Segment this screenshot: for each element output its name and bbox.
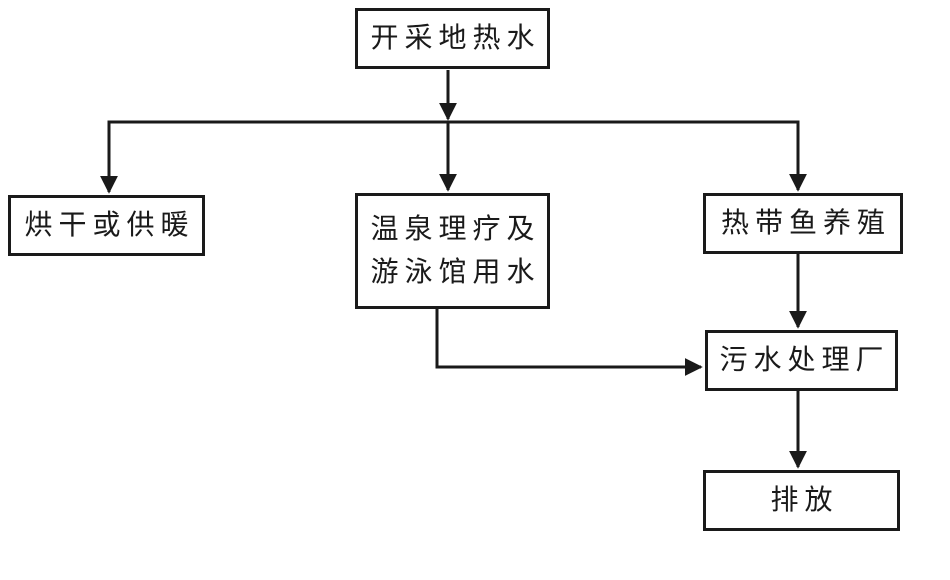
node-drying-label: 烘干或供暖: [24, 209, 195, 241]
arrow-spa-to-sewage: [435, 309, 703, 376]
node-discharge-label: 排放: [770, 484, 839, 516]
node-sewage: 污水处理厂: [705, 330, 898, 391]
node-spa-label-line2: 游泳馆用水: [370, 257, 541, 288]
node-source: 开采地热水: [355, 8, 550, 69]
node-source-label: 开采地热水: [370, 22, 541, 54]
node-spa: 温泉理疗及 游泳馆用水: [355, 193, 550, 309]
node-sewage-label: 污水处理厂: [719, 344, 890, 376]
node-drying: 烘干或供暖: [8, 195, 205, 256]
node-discharge: 排放: [703, 470, 900, 531]
node-fish: 热带鱼养殖: [703, 193, 903, 254]
node-spa-label-line1: 温泉理疗及: [370, 213, 541, 245]
node-fish-label: 热带鱼养殖: [720, 207, 891, 239]
